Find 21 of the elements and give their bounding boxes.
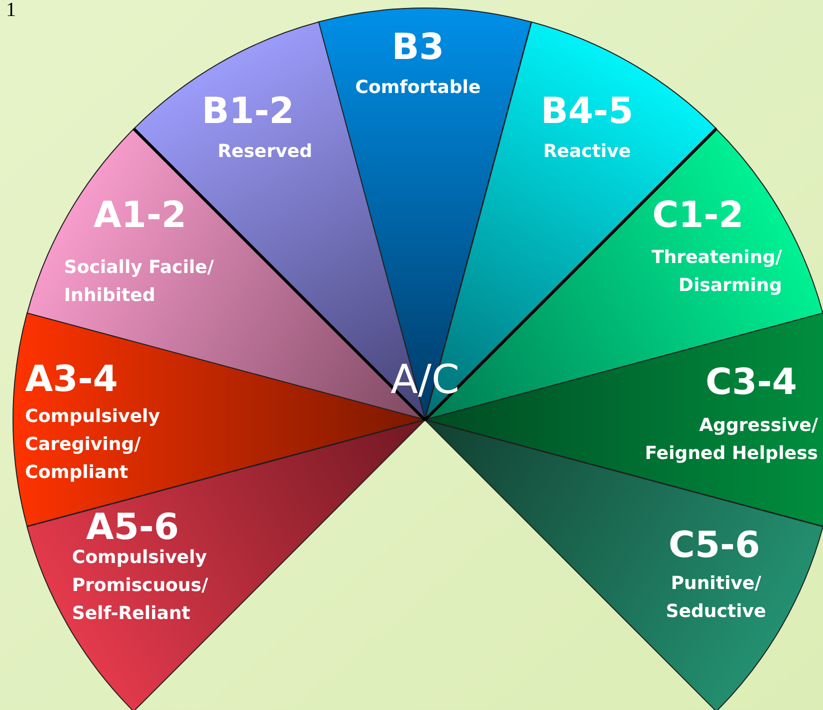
segment-code: A1-2 [94, 198, 186, 234]
segment-code: A5-6 [86, 510, 179, 546]
segment-code: B4-5 [540, 94, 634, 130]
segment-code: C1-2 [652, 198, 744, 234]
segment-description: Threatening/ Disarming [650, 246, 782, 298]
segment-description: Compulsively Promiscuous/ Self-Reliant [72, 546, 210, 626]
segment-code: B1-2 [202, 94, 294, 130]
segment-description: Compulsively Caregiving/ Compliant [25, 404, 161, 485]
segment-code: B3 [392, 30, 444, 66]
segment-code: C5-6 [668, 528, 760, 564]
center-label: A/C [390, 360, 460, 400]
segment-description: Punitive/ Seductive [664, 572, 768, 624]
segment-description: Aggressive/ Feigned Helpless [644, 414, 818, 466]
fan-segment [318, 8, 532, 420]
segment-code: C3-4 [706, 364, 797, 401]
segment-description: Reactive [542, 140, 632, 164]
segment-description: Reserved [216, 140, 314, 164]
segment-description: Socially Facile/ Inhibited [64, 256, 215, 308]
page-number: 1 [6, 0, 16, 20]
segment-description: Comfortable [354, 76, 482, 100]
segment-code: A3-4 [25, 362, 118, 398]
